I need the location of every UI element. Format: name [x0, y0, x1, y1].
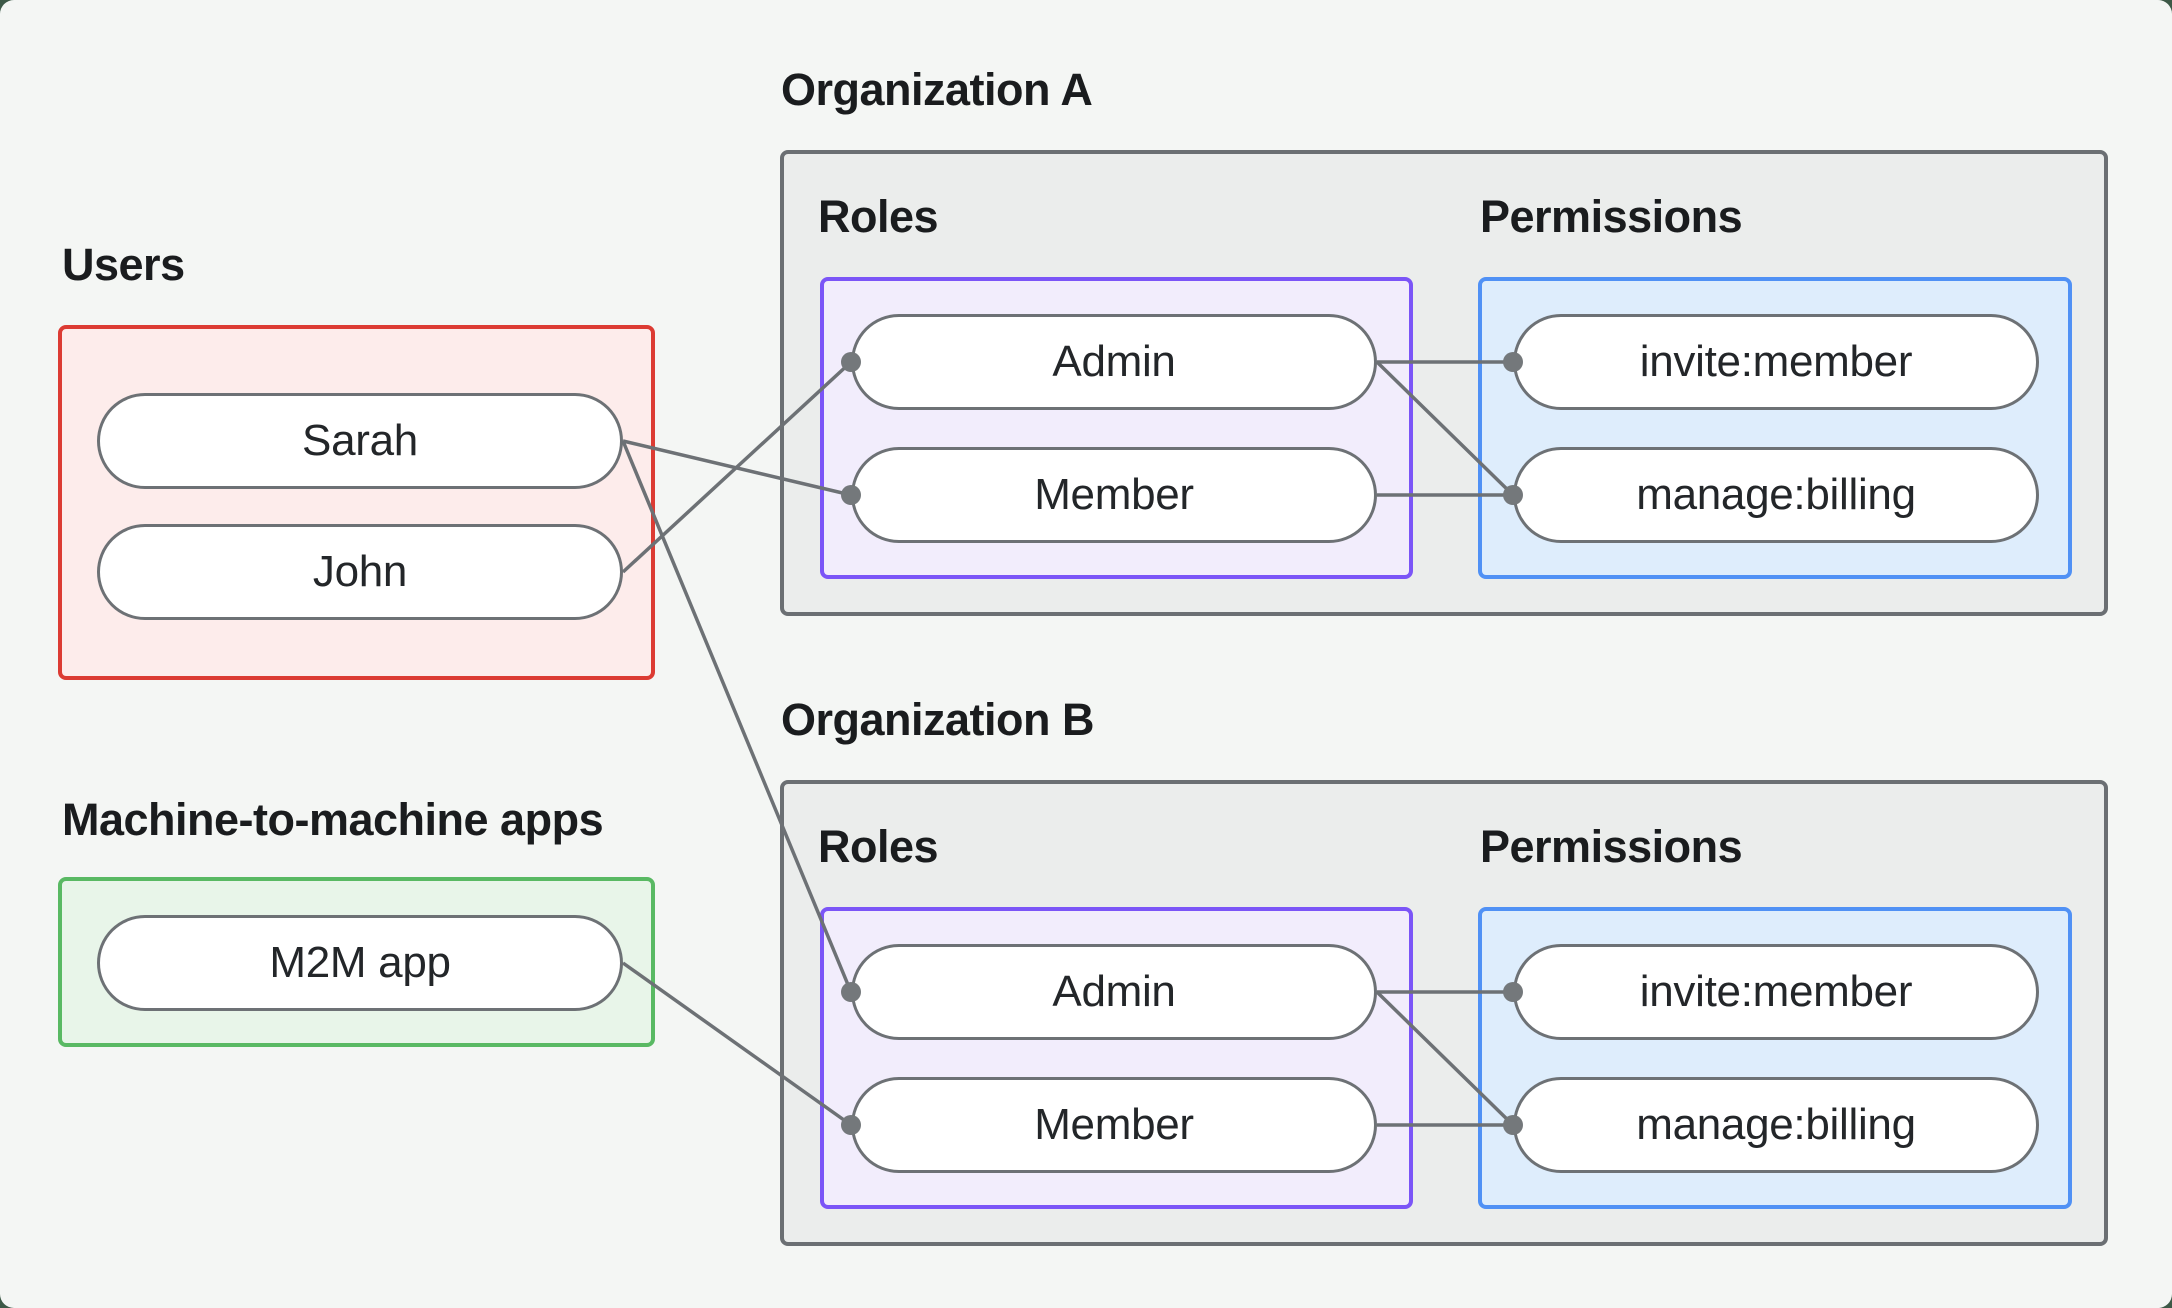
org-b-perm-invite-label: invite:member	[1639, 967, 1913, 1016]
dot-orga-admin-in	[841, 352, 861, 372]
dot-orga-manage-in	[1503, 485, 1523, 505]
org-a-roles-label: Roles	[818, 191, 939, 242]
m2m-app-node-label: M2M app	[269, 938, 451, 987]
org-a-perm-manage: manage:billing	[1513, 447, 2039, 543]
edge-sarah-to-orgb-admin	[621, 440, 853, 993]
users-label: Users	[62, 239, 185, 290]
org-a-role-member: Member	[851, 447, 1377, 543]
org-a-title: Organization A	[781, 64, 1093, 115]
dot-orgb-manage-in	[1503, 1115, 1523, 1135]
dot-orga-invite-in	[1503, 352, 1523, 372]
org-a-role-member-label: Member	[1034, 470, 1194, 519]
org-a-role-admin-label: Admin	[1052, 337, 1176, 386]
user-node-john-label: John	[312, 547, 408, 596]
user-node-sarah: Sarah	[97, 393, 623, 489]
org-b-perm-invite: invite:member	[1513, 944, 2039, 1040]
users-group-box	[58, 325, 655, 680]
org-a-perm-invite: invite:member	[1513, 314, 2039, 410]
m2m-apps-label: Machine-to-machine apps	[62, 794, 604, 845]
org-b-perm-manage: manage:billing	[1513, 1077, 2039, 1173]
dot-orgb-invite-in	[1503, 982, 1523, 1002]
edge-john-to-orga-admin	[621, 360, 853, 574]
user-node-john: John	[97, 524, 623, 620]
m2m-app-node: M2M app	[97, 915, 623, 1011]
dot-orgb-admin-in	[841, 982, 861, 1002]
org-b-perms-label: Permissions	[1480, 821, 1743, 872]
user-node-sarah-label: Sarah	[302, 416, 418, 465]
org-b-title: Organization B	[781, 694, 1095, 745]
org-a-perm-manage-label: manage:billing	[1636, 470, 1916, 519]
dot-orgb-member-in	[841, 1115, 861, 1135]
edge-orgb-admin-to-manage	[1375, 990, 1515, 1127]
org-a-perm-invite-label: invite:member	[1639, 337, 1913, 386]
org-b-role-admin: Admin	[851, 944, 1377, 1040]
dot-orga-member-in	[841, 485, 861, 505]
edge-orga-admin-to-manage	[1375, 360, 1515, 497]
org-b-role-member-label: Member	[1034, 1100, 1194, 1149]
edge-m2m-to-orgb-member	[621, 961, 853, 1127]
org-a-perms-label: Permissions	[1480, 191, 1743, 242]
org-b-roles-label: Roles	[818, 821, 939, 872]
org-b-role-admin-label: Admin	[1052, 967, 1176, 1016]
org-b-perm-manage-label: manage:billing	[1636, 1100, 1916, 1149]
